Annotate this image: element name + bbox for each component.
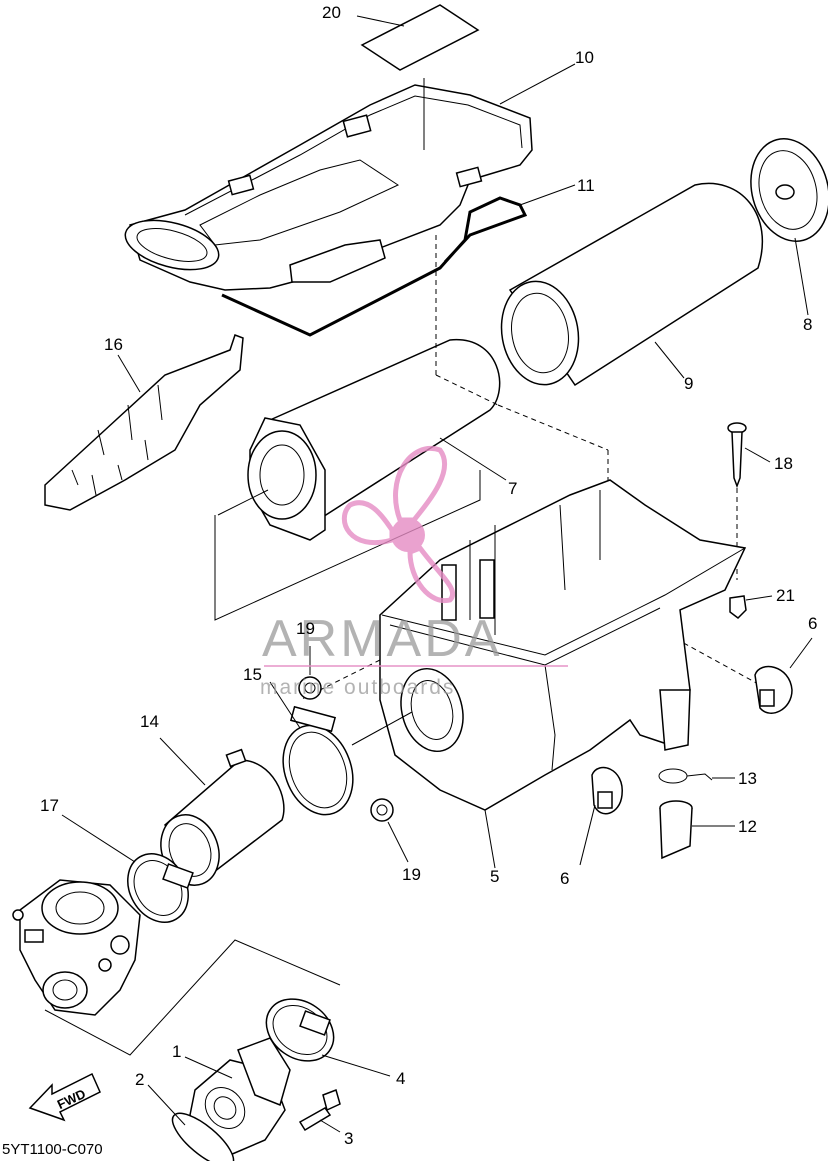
part-12-hose [659, 800, 735, 860]
fwd-arrow-icon: FWD [28, 1072, 101, 1122]
part-3-bolt [298, 1089, 341, 1133]
callout-21: 21 [776, 586, 795, 605]
part-16-decal [44, 334, 244, 511]
part-15-hose-clamp [269, 681, 413, 816]
callout-6-upper: 6 [808, 614, 817, 633]
callout-20: 20 [322, 3, 341, 22]
callout-17: 17 [40, 796, 59, 815]
watermark-brand: ARMADA [262, 610, 502, 668]
carburetor-reference [12, 879, 341, 1056]
part-10-case-cap [124, 63, 576, 291]
callout-12: 12 [738, 817, 757, 836]
callout-6-lower: 6 [560, 869, 569, 888]
callout-2: 2 [135, 1070, 144, 1089]
callout-1: 1 [172, 1042, 181, 1061]
part-9-filter-element [500, 182, 764, 387]
callout-15: 15 [243, 665, 262, 684]
part-17-clamp [61, 814, 194, 923]
watermark-tagline: marine outboards [260, 676, 455, 699]
callout-labels: 20 10 11 8 16 9 18 7 21 6 19 15 14 13 17… [40, 3, 817, 1148]
callout-10: 10 [575, 48, 594, 67]
part-6-clamp-lower [579, 766, 623, 866]
callout-11: 11 [577, 176, 595, 195]
callout-7: 7 [508, 479, 517, 498]
propeller-icon [341, 446, 456, 604]
callout-13: 13 [738, 769, 757, 788]
part-18-screw [727, 422, 771, 489]
part-13-clip [658, 768, 735, 784]
part-4-clamp [265, 998, 391, 1077]
callout-14: 14 [140, 712, 159, 731]
watermark-logo: ARMADA marine outboards [260, 446, 568, 699]
diagram-code: 5YT1100-C070 [2, 1141, 103, 1158]
callout-3: 3 [344, 1129, 353, 1148]
part-8-end-cap [750, 138, 828, 316]
part-2-o-ring [147, 1084, 235, 1161]
callout-9: 9 [684, 374, 693, 393]
callout-8: 8 [803, 315, 812, 334]
callout-16: 16 [104, 335, 123, 354]
callout-19-lower: 19 [402, 865, 421, 884]
callout-5: 5 [490, 867, 499, 886]
part-21-nut [729, 595, 773, 619]
callout-19-upper: 19 [296, 619, 315, 638]
part-19-grommet-upper [298, 646, 322, 700]
callout-4: 4 [396, 1069, 405, 1088]
part-7-element-guide [214, 339, 507, 621]
part-6-clamp-upper [754, 637, 813, 714]
part-11-gasket [221, 184, 576, 337]
part-20-label [356, 4, 480, 71]
part-19-grommet-lower [370, 798, 409, 863]
part-5-air-filter-case [379, 479, 747, 869]
callout-18: 18 [774, 454, 793, 473]
